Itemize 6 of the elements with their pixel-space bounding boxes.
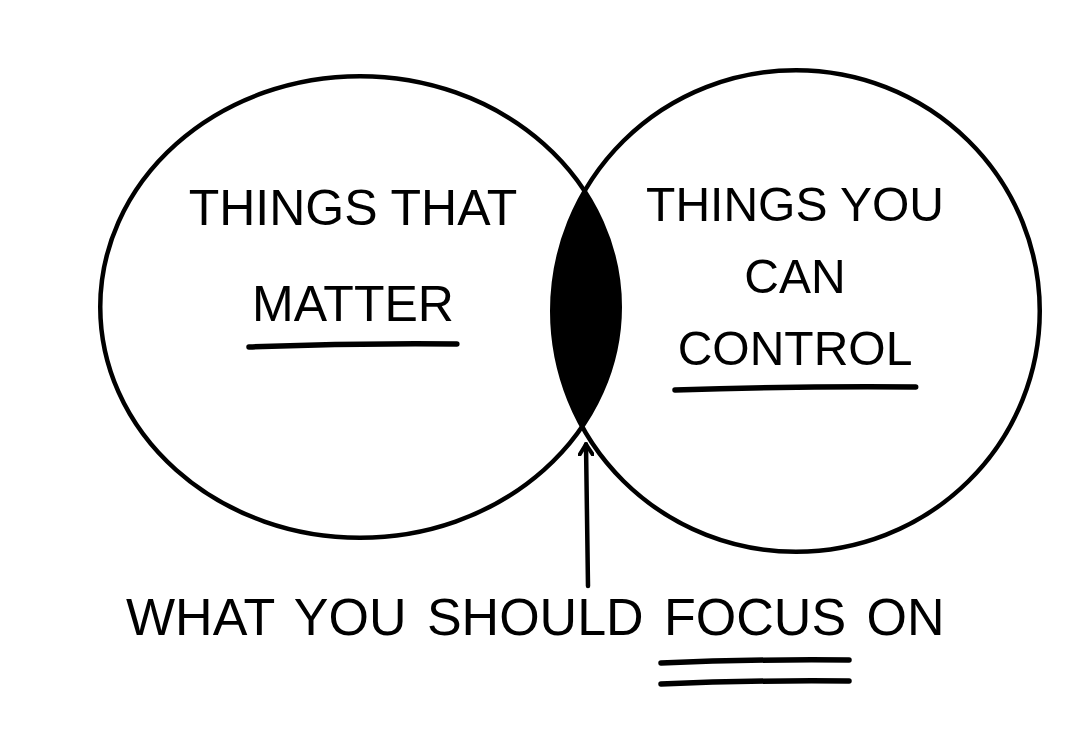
arrow bbox=[577, 442, 596, 589]
circle-label: THINGS YOU CAN CONTROL bbox=[645, 177, 945, 375]
circle-label: THINGS THAT MATTER bbox=[187, 179, 519, 332]
venn-circle bbox=[550, 68, 1042, 554]
venn-circle bbox=[98, 74, 622, 540]
annotation-text: WHAT YOU SHOULD FOCUS ON bbox=[126, 588, 945, 648]
